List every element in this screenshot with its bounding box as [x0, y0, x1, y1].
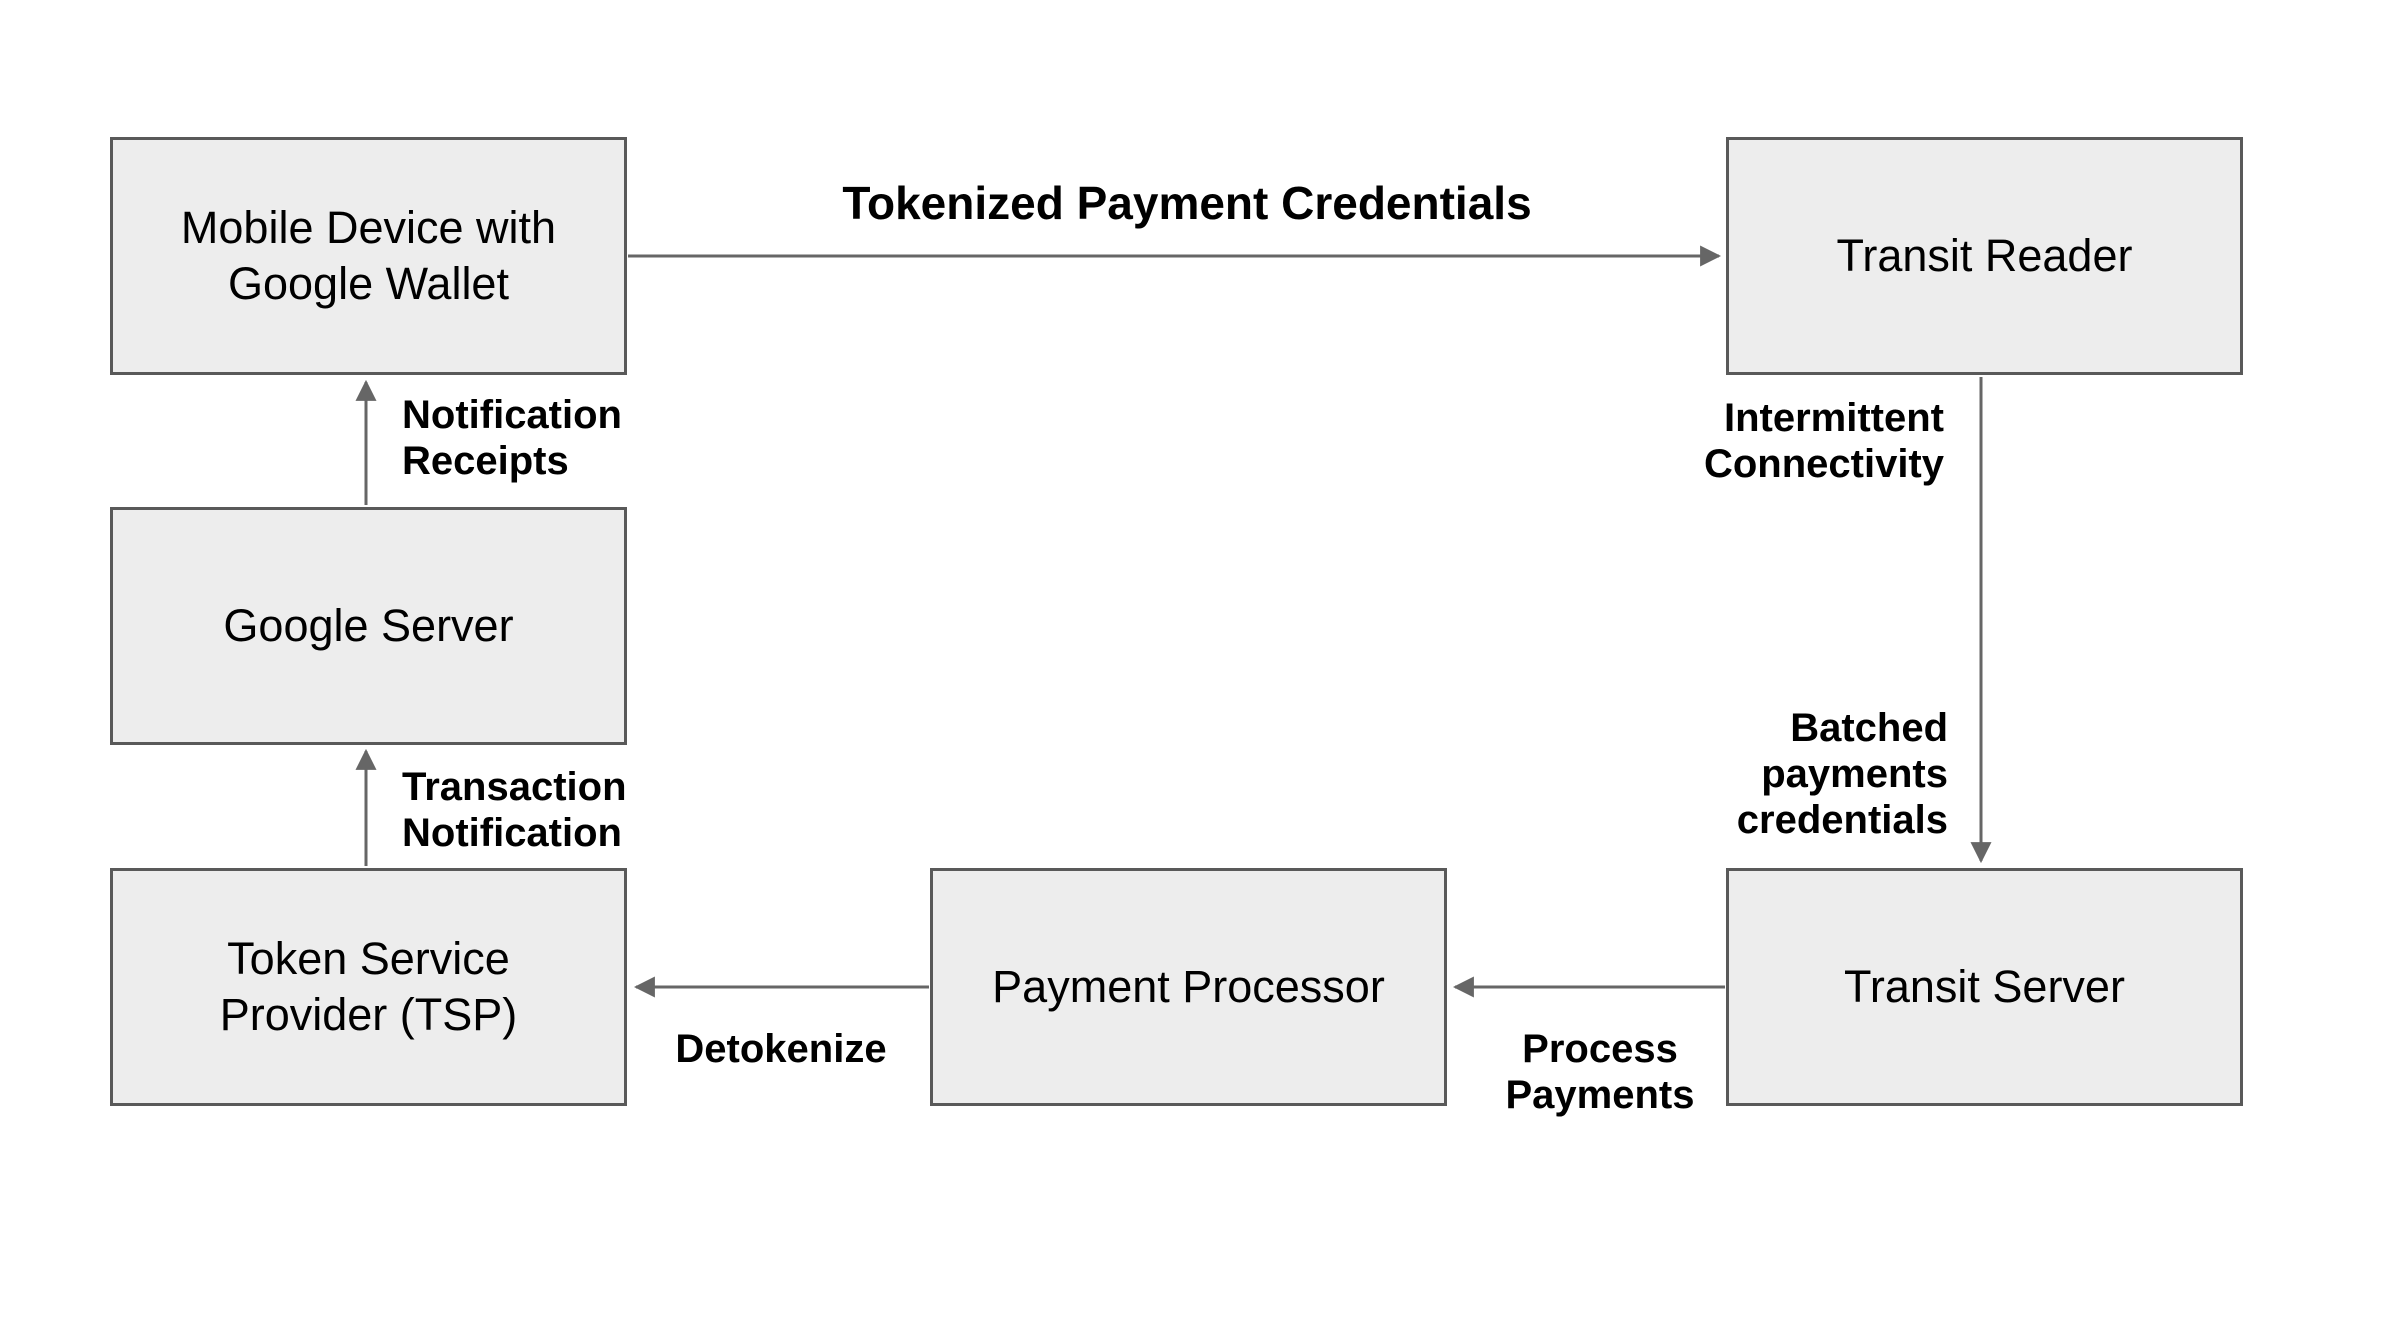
node-label: Token Service Provider (TSP) — [219, 932, 518, 1040]
edge-label-tokenized-payment-credentials: Tokenized Payment Credentials — [842, 177, 1532, 229]
node-token-service-provider: Token Service Provider (TSP) — [110, 868, 627, 1106]
node-google-server: Google Server — [110, 507, 627, 745]
node-transit-reader: Transit Reader — [1726, 137, 2243, 375]
edge-label-notification-receipts: Notification Receipts — [402, 393, 622, 483]
node-label: Transit Server — [1844, 960, 2125, 1012]
node-label: Transit Reader — [1836, 229, 2133, 281]
edge-label-process-payments: Process Payments — [1505, 1027, 1695, 1117]
edge-label-batched-payments-credentials: Batched payments credentials — [1736, 706, 1948, 842]
node-label: Google Server — [223, 599, 514, 651]
edge-label-transaction-notification: Transaction Notification — [402, 765, 627, 855]
node-transit-server: Transit Server — [1726, 868, 2243, 1106]
node-label: Mobile Device with Google Wallet — [180, 201, 557, 309]
node-payment-processor: Payment Processor — [930, 868, 1447, 1106]
node-label: Payment Processor — [992, 960, 1385, 1012]
edge-label-detokenize: Detokenize — [675, 1027, 887, 1071]
node-mobile-device-google-wallet: Mobile Device with Google Wallet — [110, 137, 627, 375]
edge-label-intermittent-connectivity: Intermittent Connectivity — [1703, 396, 1944, 486]
